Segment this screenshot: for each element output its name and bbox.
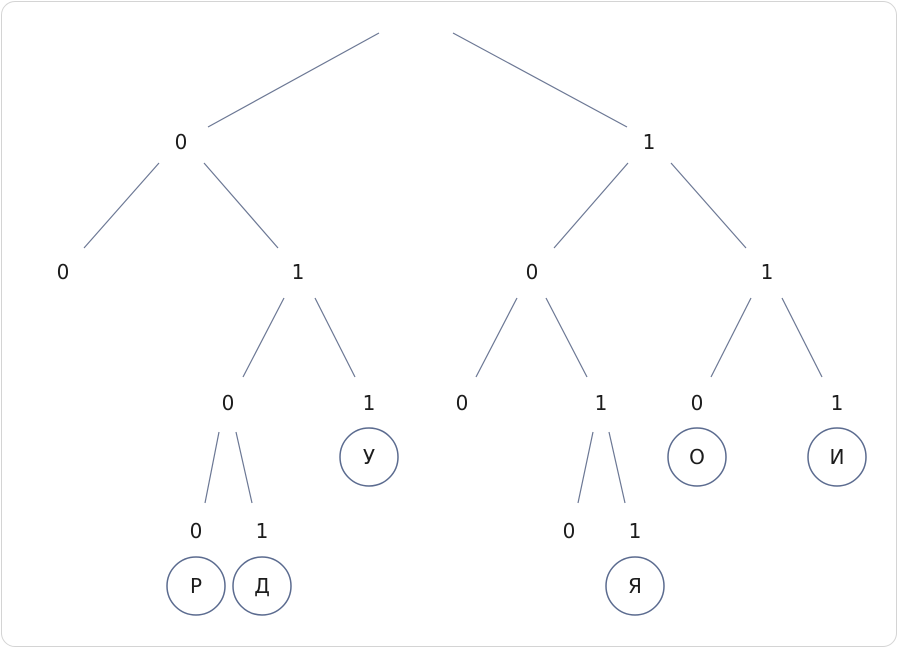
leaf-circle-r [166, 556, 226, 616]
leaf-circle-d [232, 556, 292, 616]
edge-rlr-rlrr [608, 431, 626, 504]
leaf-circle-i [807, 427, 867, 487]
leaf-letter-u: У [363, 445, 375, 469]
bit-labels: 0 1 0 1 0 1 0 1 0 1 0 1 0 1 0 1 [57, 130, 844, 543]
leaf-letter-i: И [830, 445, 845, 469]
edge-rr-rrl [710, 297, 752, 378]
bit-label: 1 [831, 391, 844, 415]
bit-label: 0 [526, 260, 539, 284]
bit-label: 1 [363, 391, 376, 415]
bit-label: 0 [563, 519, 576, 543]
edge-rr-rrr [781, 297, 823, 378]
edge-r-rr [670, 162, 747, 249]
edge-r-rl [553, 162, 629, 249]
bit-label: 0 [175, 130, 188, 154]
bit-label: 0 [57, 260, 70, 284]
leaf-circle-o [667, 427, 727, 487]
leaf-circle-u [339, 427, 399, 487]
leaf-letter-ya: Я [628, 574, 642, 598]
edge-l-ll [83, 162, 160, 249]
bit-label: 1 [292, 260, 305, 284]
bit-label: 1 [256, 519, 269, 543]
edge-lr-lrl [242, 297, 285, 378]
bit-label: 0 [456, 391, 469, 415]
edge-lr-lrr [314, 297, 356, 378]
edge-rl-rlr [545, 297, 588, 378]
leaf-letter-r: Р [190, 574, 202, 598]
edge-root-r [452, 32, 628, 128]
leaf-letter-d: Д [254, 574, 270, 598]
edge-rlr-rlrl [577, 431, 594, 504]
leaf-letter-o: О [689, 445, 705, 469]
edge-root-l [207, 32, 380, 128]
leaf-letters: Р Д У Я О И [190, 445, 845, 598]
bit-label: 0 [190, 519, 203, 543]
edge-l-lr [203, 162, 279, 249]
bit-label: 0 [691, 391, 704, 415]
bit-label: 1 [629, 519, 642, 543]
tree-edges [83, 32, 823, 504]
edge-lrl-lrlr [235, 431, 253, 504]
leaf-circles [166, 427, 867, 616]
bit-label: 0 [222, 391, 235, 415]
bit-label: 1 [595, 391, 608, 415]
edge-rl-rll [475, 297, 518, 378]
bit-label: 1 [643, 130, 656, 154]
bit-label: 1 [761, 260, 774, 284]
edge-lrl-lrll [204, 431, 220, 504]
leaf-circle-ya [605, 556, 665, 616]
